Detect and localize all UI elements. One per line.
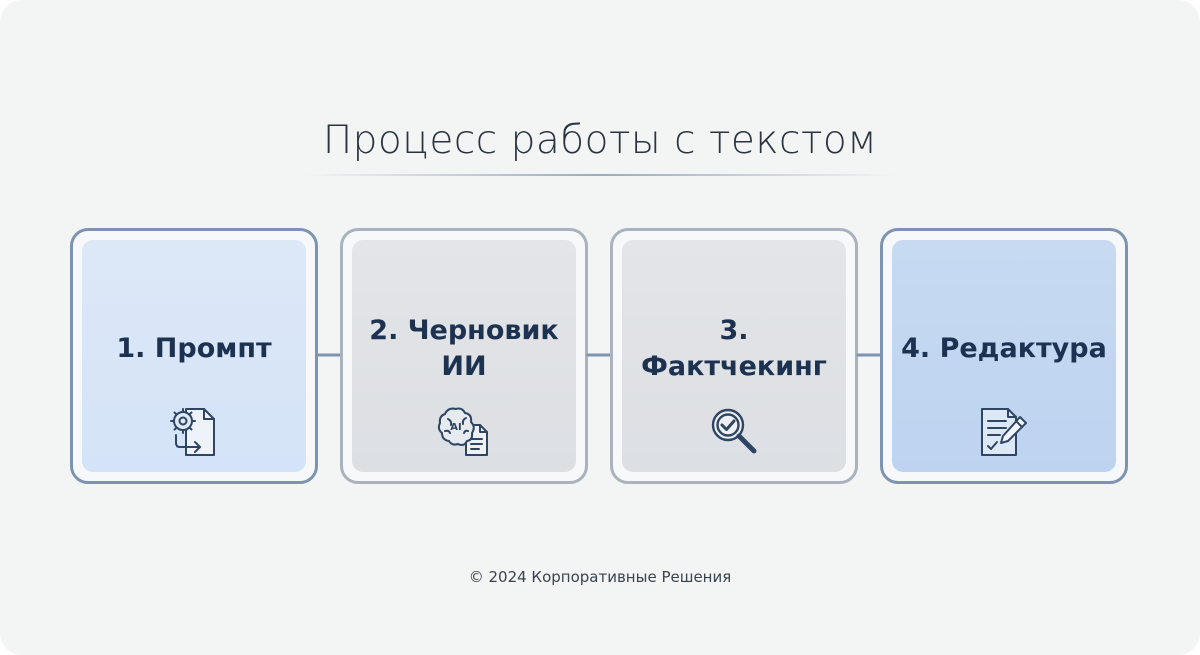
step-label-ai-draft: 2. Черновик ИИ [369,315,559,382]
ai-brain-document-icon: AI [436,403,492,459]
magnifier-check-icon [706,403,762,459]
title-divider [305,174,895,176]
step-card-fact-check: 3. Фактчекинг [610,228,858,484]
svg-text:AI: AI [450,422,461,433]
step-label-fact-check: 3. Фактчекинг [641,315,827,382]
copyright-footer: © 2024 Корпоративные Решения [468,568,732,586]
step-card-ai-draft: 2. Черновик ИИ AI [340,228,588,484]
document-pen-icon [976,403,1032,459]
step-card-editing: 4. Редактура [880,228,1128,484]
diagram-title: Процесс работы с текстом [322,118,878,163]
step-label-editing: 4. Редактура [901,333,1107,364]
step-label-prompt: 1. Промпт [116,333,272,364]
step-card-prompt: 1. Промпт [70,228,318,484]
document-gear-icon [166,403,222,459]
